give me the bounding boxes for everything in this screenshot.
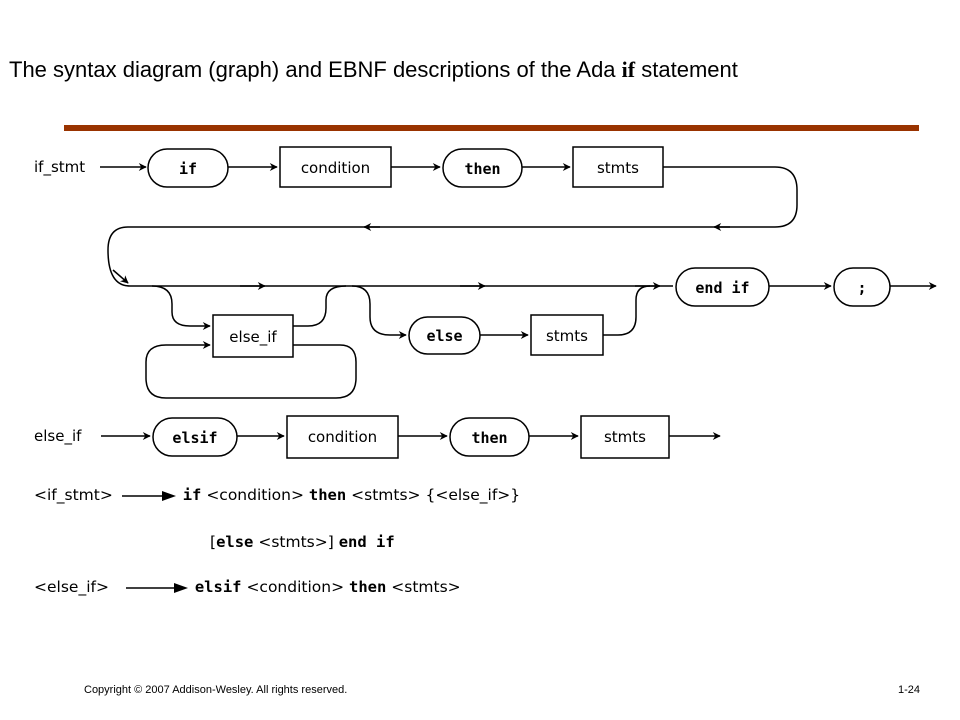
title-rule — [64, 125, 919, 131]
syntax-diagram: if_stmt if condition then stmts end if ;… — [34, 146, 937, 459]
ebnf-lhs-if-stmt: <if_stmt> — [34, 486, 113, 504]
edge-else-if-rejoin — [293, 285, 347, 327]
copyright-notice: Copyright © 2007 Addison-Wesley. All rig… — [84, 684, 348, 696]
node-condition — [279, 146, 392, 188]
text-then: then — [464, 160, 500, 178]
text-else-if: else_if — [229, 328, 277, 347]
arrow-wrap-down — [112, 269, 129, 284]
text-stmts: stmts — [597, 159, 639, 177]
text-then-2: then — [471, 429, 507, 447]
ebnf-kw-then-2: then — [349, 578, 387, 596]
title-text-before: The syntax diagram (graph) and EBNF desc… — [9, 57, 616, 82]
title-keyword: if — [621, 57, 636, 82]
text-if: if — [179, 160, 197, 178]
ebnf-rule-else-if: <else_if> elsif <condition> then <stmts> — [34, 578, 461, 596]
node-if — [147, 148, 229, 188]
node-semicolon — [833, 267, 891, 307]
ebnf-stmts-2: <stmts> — [391, 578, 461, 596]
ebnf-else-if-repeat: {<else_if>} — [425, 486, 521, 504]
node-condition-2 — [286, 415, 399, 459]
text-stmts-else: stmts — [546, 327, 588, 345]
label-if-stmt: if_stmt — [34, 158, 85, 177]
ebnf-condition-2: <condition> — [246, 578, 345, 596]
edge-into-else — [351, 285, 407, 339]
ebnf-bracket-open: [ — [210, 533, 217, 551]
node-stmts — [572, 146, 664, 188]
edge-into-else-if — [151, 285, 211, 330]
ebnf-kw-else: else — [216, 533, 254, 551]
ebnf-stmts: <stmts> — [351, 486, 421, 504]
edge-else-if-repeat — [145, 341, 357, 399]
ebnf-arrow-2 — [125, 582, 188, 593]
edge-stmts-rejoin — [603, 285, 651, 336]
label-else-if: else_if — [34, 427, 82, 446]
node-else-if — [212, 314, 294, 358]
ebnf-kw-elsif: elsif — [194, 578, 242, 596]
text-semicolon: ; — [857, 279, 866, 297]
text-end-if: end if — [695, 279, 749, 297]
node-stmts-2 — [580, 415, 670, 459]
ebnf-condition: <condition> — [206, 486, 304, 504]
ebnf-rule-if-stmt-continued: [else <stmts>] end if — [210, 533, 395, 551]
ebnf-kw-then: then — [308, 486, 347, 504]
text-condition: condition — [301, 159, 370, 177]
page-number: 1-24 — [897, 684, 920, 696]
node-then — [442, 148, 523, 188]
ebnf-arrow-1 — [121, 490, 176, 501]
ebnf-lhs-else-if: <else_if> — [34, 578, 109, 596]
node-else — [408, 316, 481, 355]
text-condition-2: condition — [308, 428, 377, 446]
text-stmts-2: stmts — [604, 428, 646, 446]
ebnf-kw-end-if: end if — [338, 533, 395, 551]
node-end-if — [675, 267, 770, 307]
ebnf-kw-if: if — [182, 486, 202, 504]
edge-wrap-right — [107, 166, 798, 287]
text-else: else — [426, 327, 462, 345]
ebnf-rule-if-stmt: <if_stmt> if <condition> then <stmts> {<… — [34, 486, 520, 504]
text-elsif: elsif — [172, 429, 217, 447]
ebnf-else-stmts: <stmts>] — [258, 533, 334, 551]
slide-title: The syntax diagram (graph) and EBNF desc… — [9, 57, 738, 83]
node-then-2 — [449, 417, 530, 457]
node-elsif — [152, 417, 238, 457]
title-text-after: statement — [641, 57, 738, 82]
node-stmts-else — [530, 314, 604, 356]
